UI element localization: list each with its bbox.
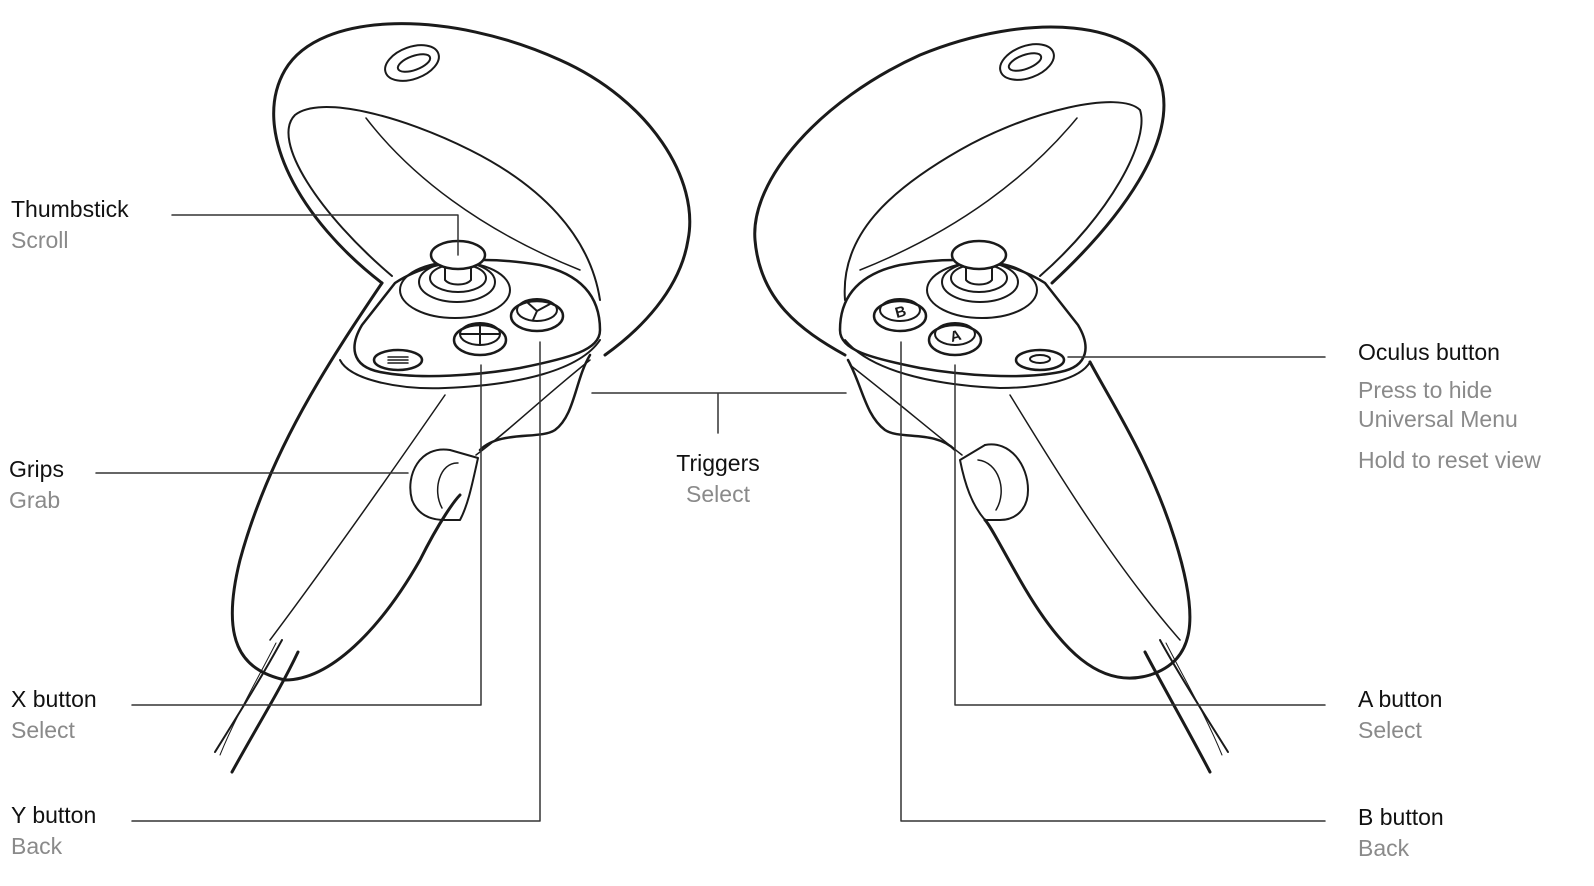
a-button-label: A button Select — [1358, 684, 1442, 746]
triggers-action: Select — [686, 481, 750, 507]
left-thumbstick[interactable] — [399, 239, 511, 319]
left-ring-logo-icon — [384, 44, 440, 82]
svg-text:B: B — [893, 303, 908, 322]
oculus-button-action-3: Hold to reset view — [1358, 447, 1541, 473]
oculus-button-action-2: Universal Menu — [1358, 406, 1518, 432]
y-button-action: Back — [11, 833, 63, 859]
left-menu-button[interactable] — [372, 348, 424, 372]
left-grip-button[interactable] — [409, 448, 479, 521]
left-controller — [214, 22, 692, 774]
thumbstick-action: Scroll — [11, 227, 69, 253]
thumbstick-title: Thumbstick — [11, 196, 129, 222]
right-thumbstick[interactable] — [926, 239, 1038, 319]
x-button-label: X button Select — [11, 684, 97, 746]
b-button-action: Back — [1358, 835, 1410, 861]
y-button-leader-line — [131, 341, 541, 822]
right-b-button[interactable]: B — [872, 298, 928, 333]
oculus-button-title: Oculus button — [1358, 339, 1500, 365]
x-button-title: X button — [11, 686, 97, 712]
grips-action: Grab — [9, 487, 61, 513]
triggers-leader-line — [591, 392, 847, 434]
leader-lines — [95, 214, 1326, 822]
grips-title: Grips — [9, 456, 64, 482]
b-button-leader-line — [900, 341, 1326, 822]
triggers-title: Triggers — [676, 450, 760, 476]
a-button-title: A button — [1358, 686, 1443, 712]
b-button-label: B button Back — [1358, 802, 1444, 864]
right-controller: B A — [753, 25, 1229, 774]
left-y-button[interactable] — [509, 298, 565, 333]
x-button-action: Select — [11, 717, 75, 743]
b-button-title: B button — [1358, 804, 1444, 830]
right-ring-logo-icon — [999, 43, 1055, 81]
svg-text:A: A — [948, 327, 963, 346]
grips-label: Grips Grab — [9, 454, 64, 516]
x-button-leader-line — [131, 364, 482, 706]
y-button-label: Y button Back — [11, 800, 96, 862]
right-a-button[interactable]: A — [927, 322, 983, 357]
right-oculus-button[interactable] — [1014, 348, 1066, 372]
oculus-button-label: Oculus button Press to hide Universal Me… — [1358, 337, 1541, 475]
y-button-title: Y button — [11, 802, 97, 828]
left-x-button[interactable] — [452, 322, 508, 357]
thumbstick-label: Thumbstick Scroll — [11, 194, 129, 256]
a-button-leader-line — [954, 364, 1326, 706]
oculus-button-action-1: Press to hide — [1358, 377, 1493, 403]
a-button-action: Select — [1358, 717, 1422, 743]
thumbstick-leader-line — [171, 214, 459, 256]
right-grip-button[interactable] — [959, 443, 1029, 521]
triggers-label: Triggers Select — [658, 448, 778, 510]
